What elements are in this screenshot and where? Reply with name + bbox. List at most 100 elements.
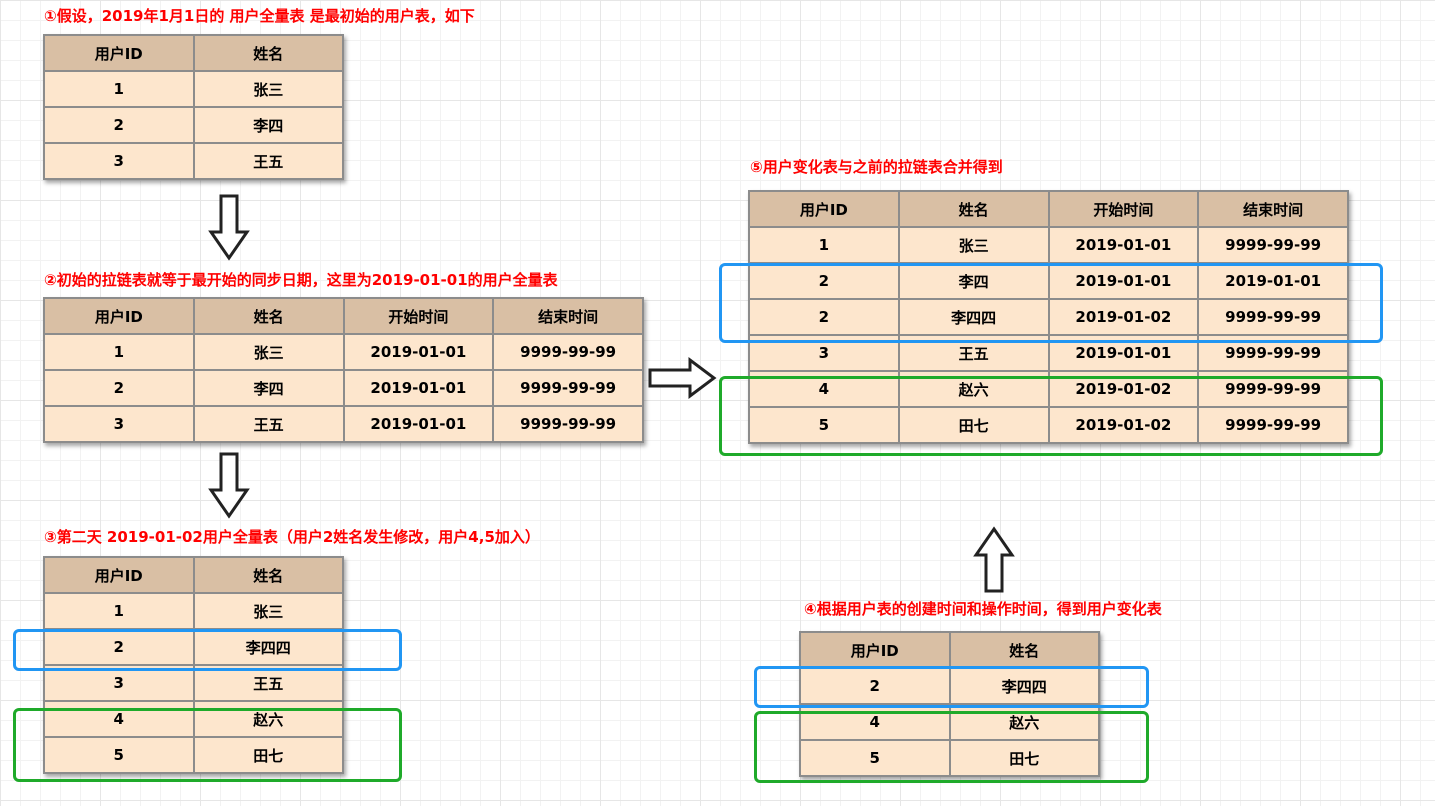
table-cell: 1 [43,333,195,371]
column-header: 用户ID [43,34,195,72]
table-cell: 李四 [192,106,344,144]
caption-step1: ①假设，2019年1月1日的 用户全量表 是最初始的用户表，如下 [44,7,475,25]
caption-step3: ③第二天 2019-01-02用户全量表（用户2姓名发生修改，用户4,5加入） [44,528,540,546]
table-cell: 9999-99-99 [492,369,644,407]
table-cell: 1 [43,70,195,108]
column-header: 用户ID [748,190,900,228]
table-cell: 2019-01-02 [1047,406,1200,444]
table-cell: 5 [799,739,951,777]
table-cell: 赵六 [948,703,1100,741]
table-cell: 李四 [897,262,1050,300]
highlight-new-rows [719,376,1383,456]
table-cell: 田七 [948,739,1100,777]
column-header: 开始时间 [342,297,495,335]
table-cell: 2 [43,369,195,407]
table-cell: 3 [43,142,195,180]
table-cell: 9999-99-99 [492,405,644,443]
table-cell: 4 [799,703,951,741]
column-header: 结束时间 [492,297,644,335]
column-header: 姓名 [192,556,344,594]
column-header: 姓名 [948,631,1100,669]
table-cell: 田七 [192,736,344,774]
table-cell: 2 [748,298,900,336]
highlight-new-rows [13,708,402,782]
table-cell: 李四四 [948,667,1100,705]
table-cell: 张三 [192,592,344,630]
table-cell: 1 [748,226,900,264]
table-cell: 李四四 [192,628,344,666]
table-cell: 2019-01-02 [1047,298,1200,336]
table-cell: 张三 [192,70,344,108]
table-cell: 2019-01-01 [1047,226,1200,264]
arrow-up-icon [973,526,1015,593]
table-cell: 2019-01-01 [342,405,495,443]
table-cell: 2 [799,667,951,705]
caption-step4: ④根据用户表的创建时间和操作时间，得到用户变化表 [804,600,1162,618]
table-cell: 2019-01-01 [342,333,495,371]
caption-step5: ⑤用户变化表与之前的拉链表合并得到 [750,158,1003,176]
table-cell: 田七 [897,406,1050,444]
highlight-changed-row [13,629,402,671]
table-cell: 2019-01-01 [342,369,495,407]
arrow-right-icon [648,357,717,399]
table-cell: 张三 [897,226,1050,264]
table-cell: 李四四 [897,298,1050,336]
table-cell: 王五 [192,664,344,702]
table-cell: 4 [43,700,195,738]
table-cell: 5 [43,736,195,774]
column-header: 用户ID [799,631,951,669]
table-cell: 2 [748,262,900,300]
table-cell: 赵六 [192,700,344,738]
table-cell: 王五 [192,405,345,443]
column-header: 用户ID [43,297,195,335]
highlight-changed-row [754,666,1149,708]
column-header: 姓名 [192,297,345,335]
caption-step2: ②初始的拉链表就等于最开始的同步日期，这里为2019-01-01的用户全量表 [44,271,558,289]
table-cell: 9999-99-99 [1197,406,1349,444]
column-header: 姓名 [897,190,1050,228]
table-cell: 2019-01-01 [1197,262,1349,300]
table-cell: 王五 [192,142,344,180]
column-header: 姓名 [192,34,344,72]
table-cell: 9999-99-99 [492,333,644,371]
arrow-down-icon [208,194,250,261]
column-header: 结束时间 [1197,190,1349,228]
highlight-changed-rows [719,263,1383,343]
table-cell: 李四 [192,369,345,407]
column-header: 开始时间 [1047,190,1200,228]
table-cell: 9999-99-99 [1197,298,1349,336]
column-header: 用户ID [43,556,195,594]
table-cell: 张三 [192,333,345,371]
table-cell: 1 [43,592,195,630]
table-cell: 2019-01-01 [1047,262,1200,300]
table-cell: 9999-99-99 [1197,226,1349,264]
highlight-new-rows [754,711,1149,783]
arrow-down-icon [208,452,250,519]
table-cell: 5 [748,406,900,444]
